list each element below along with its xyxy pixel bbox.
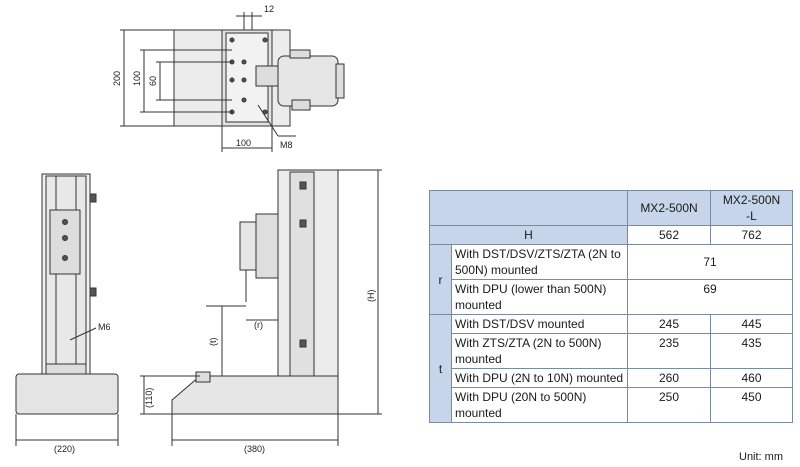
row-h-value-2: 762 [710, 225, 793, 245]
dim-side-H: (H) [366, 290, 376, 303]
dim-m8: M8 [280, 140, 293, 150]
table-row: t With DST/DSV mounted 245 445 [429, 314, 793, 423]
header-model-2: MX2-500N -L [710, 190, 793, 226]
group-r-label: r [429, 244, 452, 315]
dimension-table: MX2-500N MX2-500N -L H 562 762 r With DS… [429, 190, 793, 423]
row-value-2: 435 [710, 333, 793, 369]
table-header-row: MX2-500N MX2-500N -L [429, 190, 793, 226]
dim-12: 12 [264, 4, 274, 14]
table-row: With DPU (lower than 500N) mounted 69 [430, 279, 793, 315]
row-h-label: H [429, 225, 628, 245]
group-t-label: t [429, 314, 452, 423]
dim-m6: M6 [98, 322, 111, 332]
row-value-2: 445 [710, 314, 793, 334]
row-value-2: 460 [710, 368, 793, 388]
row-label: With DPU (2N to 10N) mounted [451, 368, 628, 388]
dim-100-horizontal: 100 [236, 138, 251, 148]
header-model-1: MX2-500N [627, 190, 711, 226]
table-row-h: H 562 762 [429, 225, 793, 245]
row-label: With DST/DSV/ZTS/ZTA (2N to 500N) mounte… [451, 244, 628, 280]
unit-note: Unit: mm [739, 451, 783, 463]
dim-60: 60 [148, 76, 158, 86]
row-label: With DST/DSV mounted [451, 314, 628, 334]
row-value-1: 235 [627, 333, 711, 369]
dim-100-vertical: 100 [132, 71, 142, 86]
dim-200: 200 [112, 71, 122, 86]
row-label: With DPU (20N to 500N) mounted [451, 387, 628, 423]
row-value: 69 [627, 279, 793, 315]
table-row: With DPU (20N to 500N) mounted 250 450 [430, 387, 793, 423]
row-value-1: 245 [627, 314, 711, 334]
top-view [120, 12, 345, 152]
table-row: With DPU (2N to 10N) mounted 260 460 [430, 368, 793, 388]
row-value-1: 260 [627, 368, 711, 388]
row-value-2: 450 [710, 387, 793, 423]
row-value: 71 [627, 244, 793, 280]
table-row: r With DST/DSV/ZTS/ZTA (2N to 500N) moun… [429, 244, 793, 315]
dim-side-t: (t) [208, 338, 218, 347]
header-blank [429, 190, 628, 226]
row-h-value-1: 562 [627, 225, 711, 245]
row-value-1: 250 [627, 387, 711, 423]
side-view [140, 169, 382, 446]
front-view [15, 173, 119, 446]
row-label: With ZTS/ZTA (2N to 500N) mounted [451, 333, 628, 369]
row-label: With DPU (lower than 500N) mounted [451, 279, 628, 315]
dim-side-r: (r) [254, 320, 263, 330]
dim-side-base: (110) [144, 388, 154, 408]
dim-front-width: (220) [54, 444, 75, 454]
dim-side-depth: (380) [244, 444, 265, 454]
table-row: With ZTS/ZTA (2N to 500N) mounted 235 43… [430, 333, 793, 369]
